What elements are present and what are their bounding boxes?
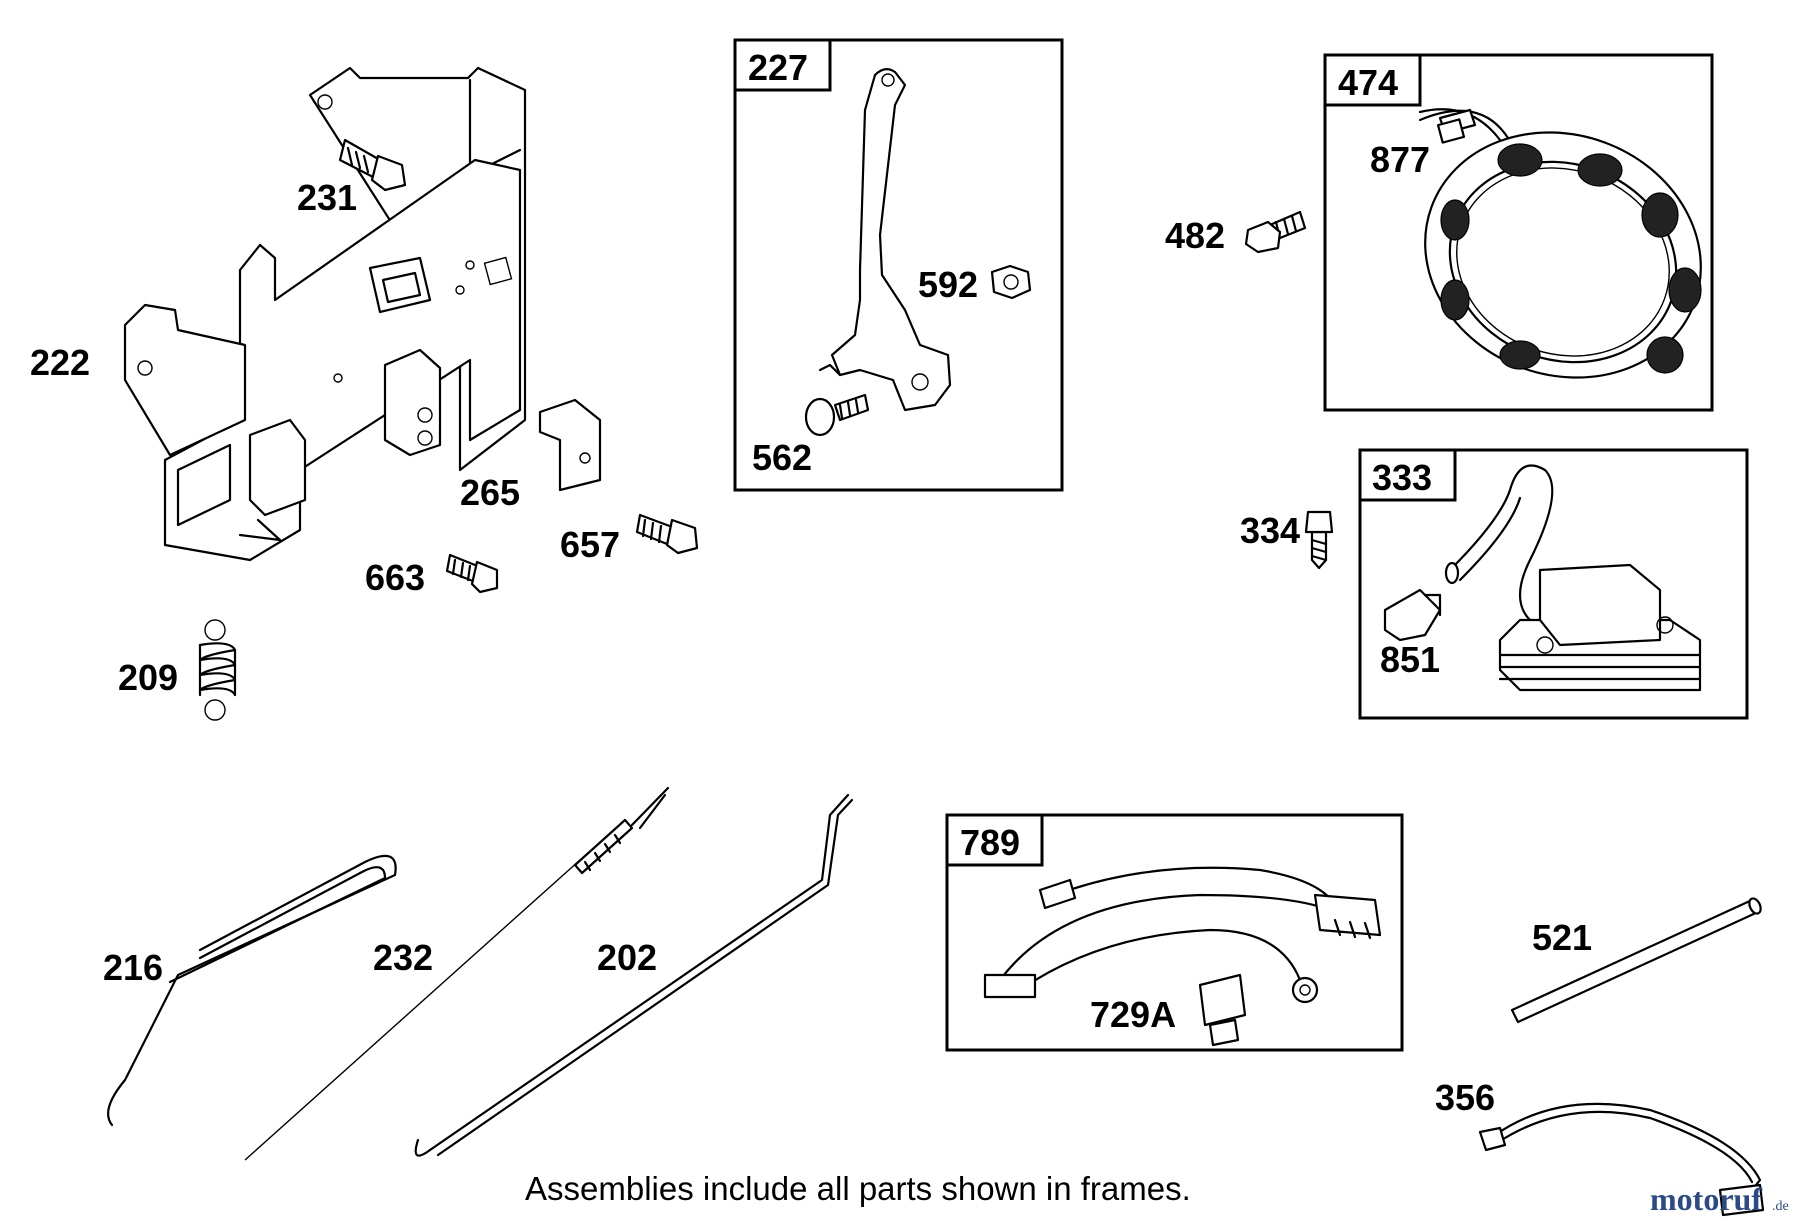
screw-334-part — [1304, 510, 1334, 570]
frame-227 — [733, 38, 1064, 492]
callout-334: 334 — [1240, 510, 1300, 551]
watermark-suffix: .de — [1772, 1199, 1789, 1214]
frame-label-789: 789 — [960, 822, 1020, 863]
callout-657: 657 — [560, 524, 620, 565]
lever-227-part — [818, 68, 952, 412]
callout-663: 663 — [365, 557, 425, 598]
callout-562: 562 — [752, 437, 812, 478]
callout-231: 231 — [297, 177, 357, 218]
clip-729a-part — [1198, 973, 1247, 1047]
frame-789 — [945, 813, 1404, 1052]
frame-label-474: 474 — [1338, 62, 1398, 103]
callout-232: 232 — [373, 937, 433, 978]
frame-474 — [1323, 53, 1714, 412]
screw-663-part — [445, 553, 499, 594]
rod-216-part — [107, 854, 397, 1127]
clip-265-part — [538, 398, 602, 492]
frame-label-227: 227 — [748, 47, 808, 88]
rod-202-part — [414, 793, 854, 1157]
wire-356-part — [1478, 1102, 1765, 1217]
callout-265: 265 — [460, 472, 520, 513]
watermark-text: motoruf — [1650, 1181, 1762, 1217]
wiring-harness-789-part — [983, 866, 1382, 1004]
watermark-logo: motoruf .de — [1650, 1181, 1789, 1217]
callout-521: 521 — [1532, 917, 1592, 958]
connector-851-part — [1383, 588, 1442, 642]
callout-592: 592 — [918, 264, 978, 305]
callout-729a: 729A — [1090, 994, 1176, 1035]
frame-333 — [1358, 448, 1749, 720]
spring-209-part — [198, 619, 237, 721]
rod-521-part — [1510, 897, 1762, 1024]
frame-labels: 227 474 333 789 — [748, 47, 1432, 863]
nut-592-part — [990, 264, 1032, 300]
bolt-231-part — [338, 138, 407, 192]
frame-label-333: 333 — [1372, 457, 1432, 498]
callout-851: 851 — [1380, 639, 1440, 680]
diagram-caption: Assemblies include all parts shown in fr… — [525, 1170, 1191, 1207]
callout-216: 216 — [103, 947, 163, 988]
callout-202: 202 — [597, 937, 657, 978]
control-bracket-part — [123, 66, 527, 562]
callout-356: 356 — [1435, 1077, 1495, 1118]
callout-labels: 231 222 265 657 663 209 592 562 482 877 … — [30, 139, 1592, 1118]
callout-209: 209 — [118, 657, 178, 698]
screw-657-part — [635, 513, 699, 555]
ignition-coil-333-part — [1444, 464, 1702, 692]
screw-562-part — [804, 393, 870, 437]
callout-482: 482 — [1165, 215, 1225, 256]
callout-877: 877 — [1370, 139, 1430, 180]
alternator-474-part — [1418, 108, 1702, 379]
bolt-482-part — [1244, 210, 1307, 254]
callout-222: 222 — [30, 342, 90, 383]
cable-232-part — [244, 786, 670, 1161]
